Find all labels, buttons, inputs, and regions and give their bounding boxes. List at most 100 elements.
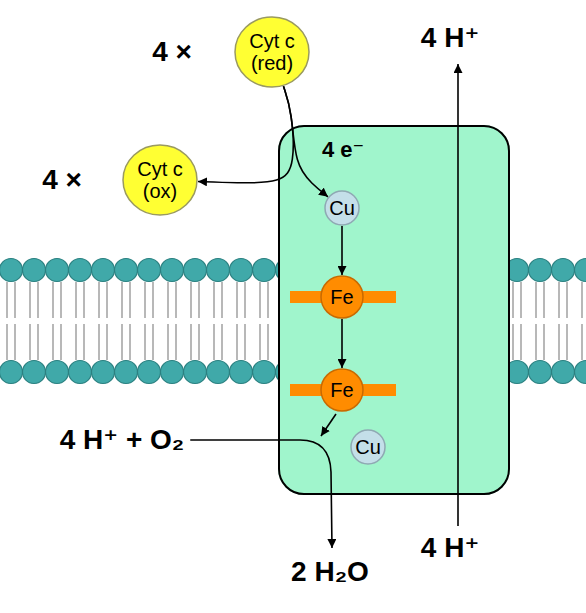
lipid-tail [52, 282, 53, 318]
lipid-head [0, 361, 23, 384]
electron-transfer-arrow [321, 414, 336, 436]
node-ellipse [321, 369, 363, 411]
lipid-tail [121, 282, 122, 318]
lipid-tail [75, 324, 76, 360]
complex-fill-rect [278, 125, 510, 495]
lipid-tail [144, 324, 145, 360]
lipid-head [138, 361, 161, 384]
multiplier-label: 4 × [42, 164, 82, 196]
lipid-tail [221, 282, 222, 318]
lipid-tail [259, 282, 260, 318]
lipid-head [575, 259, 586, 282]
node-ellipse [325, 191, 359, 225]
lipid-tail [236, 324, 237, 360]
lipid-head [46, 361, 69, 384]
lipid-head [92, 259, 115, 282]
cytochrome-circle: Cyt c (red) [234, 16, 310, 88]
proton-count-label: 4 H⁺ [421, 532, 479, 564]
lipid-tail [167, 282, 168, 318]
lipid-head [115, 259, 138, 282]
lipid-head [253, 259, 276, 282]
lipid-tail [581, 324, 582, 360]
node-text: Cyt c (ox) [129, 158, 191, 202]
lipid-tail [535, 324, 536, 360]
lipid-tail [213, 324, 214, 360]
proton-count-label: 4 H⁺ [421, 22, 479, 54]
lipid-tail [60, 324, 61, 360]
lipid-tail [581, 282, 582, 318]
lipid-head [138, 259, 161, 282]
lipid-tail [267, 324, 268, 360]
lipid-tail [213, 282, 214, 318]
lipid-tail [37, 282, 38, 318]
lipid-tail [167, 324, 168, 360]
electron-count-label: 4 e⁻ [322, 138, 364, 162]
lipid-tail [175, 282, 176, 318]
lipid-head [115, 361, 138, 384]
lipid-head [575, 361, 586, 384]
complex-box: 4 e⁻CuFeFeCu [278, 125, 510, 495]
lipid-tail [221, 324, 222, 360]
lipid-tail [198, 282, 199, 318]
lipid-tail [244, 324, 245, 360]
lipid-head [207, 259, 230, 282]
copper-center: Cu [324, 190, 360, 226]
node-ellipse [123, 145, 197, 215]
lipid-tail [558, 282, 559, 318]
lipid-tail [558, 324, 559, 360]
node-text: Cu [355, 436, 381, 458]
lipid-tail [144, 282, 145, 318]
proton-pump-arrow [457, 64, 459, 526]
lipid-tail [83, 324, 84, 360]
lipid-tail [129, 324, 130, 360]
lipid-tail [520, 282, 521, 318]
lipid-head [184, 259, 207, 282]
lipid-tail [190, 324, 191, 360]
lipid-tail [60, 282, 61, 318]
lipid-tail [6, 282, 7, 318]
lipid-head [529, 259, 552, 282]
lipid-tail [14, 282, 15, 318]
node-text: Cu [329, 197, 355, 219]
lipid-tail [29, 282, 30, 318]
label-holder: 4 H⁺ [421, 532, 479, 564]
lipid-head [0, 259, 23, 282]
complex-fill [278, 125, 510, 495]
label-holder: 2 H₂O [291, 556, 369, 588]
lipid-tail [83, 282, 84, 318]
label-holder: 4 × [42, 164, 82, 196]
lipid-head [161, 361, 184, 384]
node-ellipse [321, 276, 363, 318]
lipid-tail [129, 282, 130, 318]
lipid-tail [29, 324, 30, 360]
lipid-head [207, 361, 230, 384]
lipid-head [23, 259, 46, 282]
label-holder: 4 H⁺ [421, 22, 479, 54]
lipid-tail [14, 324, 15, 360]
heme-iron: Fe [320, 275, 364, 319]
lipid-tail [190, 282, 191, 318]
lipid-head [552, 259, 575, 282]
lipid-tail [244, 282, 245, 318]
lipid-tail [259, 324, 260, 360]
label-holder: 4 H⁺ + O₂ [60, 424, 184, 456]
lipid-head [552, 361, 575, 384]
lipid-head [23, 361, 46, 384]
reactant-label: 4 H⁺ + O₂ [60, 424, 184, 456]
lipid-head [92, 361, 115, 384]
electron-flow-arrow [341, 319, 343, 368]
lipid-head [184, 361, 207, 384]
lipid-tail [566, 282, 567, 318]
lipid-tail [152, 324, 153, 360]
lipid-tail [98, 282, 99, 318]
edge-group [198, 86, 342, 368]
node-ellipse [235, 17, 309, 87]
copper-center: Cu [350, 429, 386, 465]
lipid-head [230, 259, 253, 282]
lipid-tail [198, 324, 199, 360]
lipid-tail [121, 324, 122, 360]
lipid-head [69, 361, 92, 384]
lipid-tail [236, 282, 237, 318]
